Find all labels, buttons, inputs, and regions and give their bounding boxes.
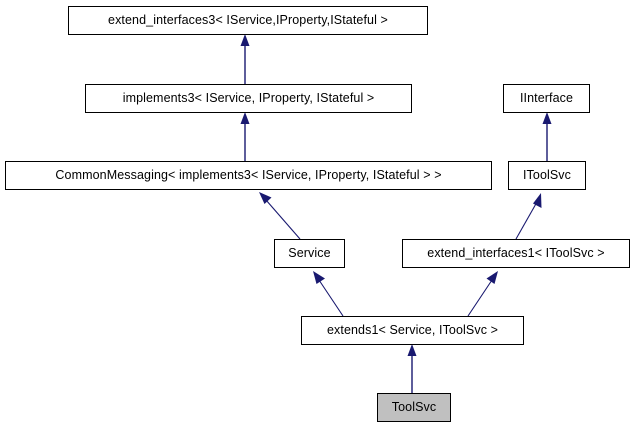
node-label: ToolSvc [391, 400, 437, 415]
edge-implements3-to-extend-interfaces3 [240, 34, 250, 84]
node-label: Service [288, 246, 331, 261]
node-label: extends1< Service, IToolSvc > [326, 323, 499, 338]
node-itoolsvc[interactable]: IToolSvc [508, 161, 586, 190]
node-label: IInterface [519, 91, 574, 106]
node-iinterface[interactable]: IInterface [503, 84, 590, 113]
node-extends1[interactable]: extends1< Service, IToolSvc > [301, 316, 524, 345]
node-label: extend_interfaces3< IService,IProperty,I… [108, 13, 388, 28]
edge-commonmessaging-to-implements3 [240, 112, 250, 161]
edge-extends1-to-service [313, 271, 344, 317]
edge-service-to-commonmessaging [259, 192, 301, 240]
edge-extends1-to-extend-interfaces1 [467, 271, 498, 317]
node-implements3[interactable]: implements3< IService, IProperty, IState… [85, 84, 412, 113]
node-label: IToolSvc [522, 168, 572, 183]
node-toolsvc[interactable]: ToolSvc [377, 393, 451, 422]
edge-itoolsvc-to-iinterface [542, 112, 552, 161]
node-label: implements3< IService, IProperty, IState… [122, 91, 375, 106]
edge-toolsvc-to-extends1 [407, 344, 417, 393]
node-commonmessaging[interactable]: CommonMessaging< implements3< IService, … [5, 161, 492, 190]
node-label: CommonMessaging< implements3< IService, … [55, 168, 442, 183]
node-label: extend_interfaces1< IToolSvc > [427, 246, 605, 261]
node-service[interactable]: Service [274, 239, 345, 268]
edge-extend-interfaces1-to-itoolsvc [515, 193, 542, 240]
node-extend-interfaces1[interactable]: extend_interfaces1< IToolSvc > [402, 239, 630, 268]
node-extend-interfaces3[interactable]: extend_interfaces3< IService,IProperty,I… [68, 6, 428, 35]
